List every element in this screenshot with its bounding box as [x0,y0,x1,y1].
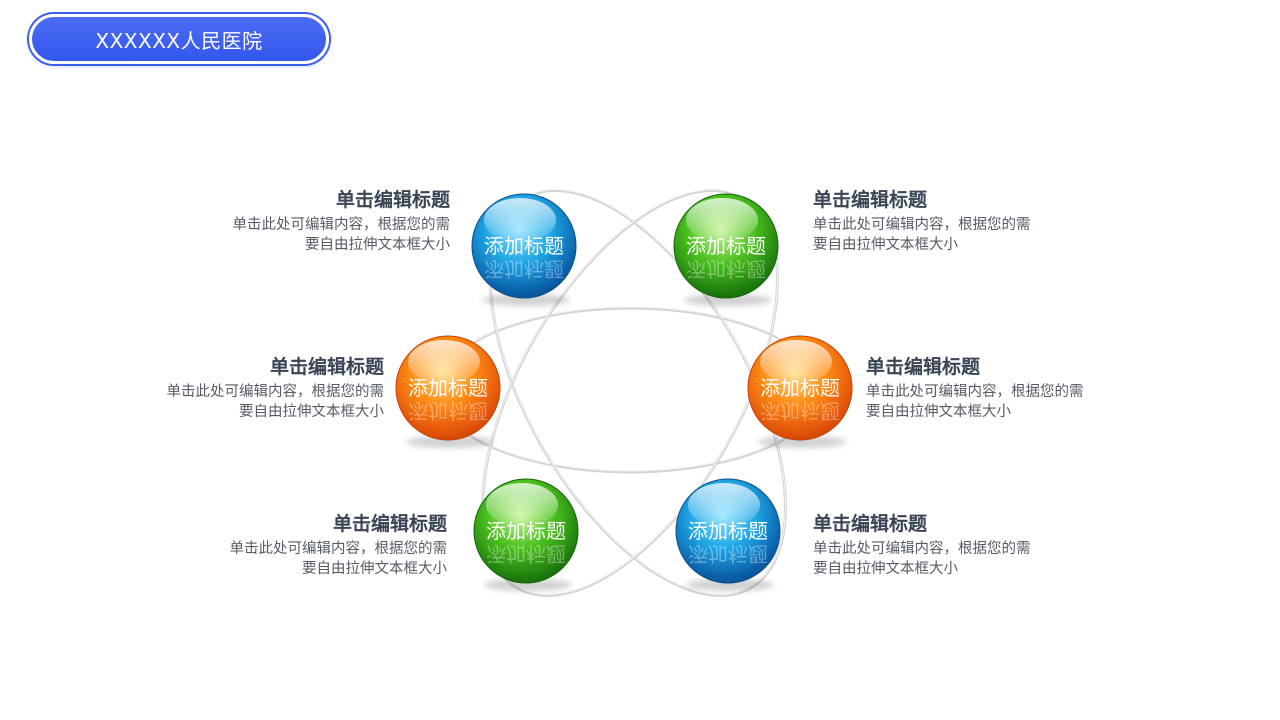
item-desc-6-line2: 要自由拉伸文本框大小 [813,561,958,577]
node-label-reflection-4: 添加标题 [760,399,840,423]
item-desc-4-line1: 单击此处可编辑内容，根据您的需 [866,384,1084,400]
item-desc-6-line1: 单击此处可编辑内容，根据您的需 [813,541,1031,557]
node-label-reflection-1: 添加标题 [484,257,564,281]
item-desc-1[interactable]: 单击此处可编辑内容，根据您的需 要自由拉伸文本框大小 [190,215,451,255]
text-item-6[interactable]: 单击编辑标题 单击此处可编辑内容，根据您的需 要自由拉伸文本框大小 [813,511,1073,579]
item-desc-2-line2: 要自由拉伸文本框大小 [813,237,958,253]
node-ball-1[interactable]: 添加标题 添加标题 [471,193,577,306]
item-desc-2-line1: 单击此处可编辑内容，根据您的需 [813,217,1031,233]
text-item-5[interactable]: 单击编辑标题 单击此处可编辑内容，根据您的需 要自由拉伸文本框大小 [187,511,448,579]
item-desc-1-line2: 要自由拉伸文本框大小 [305,237,450,253]
node-ball-3[interactable]: 添加标题 添加标题 [395,335,501,448]
node-ball-2[interactable]: 添加标题 添加标题 [673,193,779,306]
item-desc-3-line2: 要自由拉伸文本框大小 [239,404,384,420]
item-desc-3-line1: 单击此处可编辑内容，根据您的需 [166,384,385,400]
item-desc-5-line1: 单击此处可编辑内容，根据您的需 [229,541,448,557]
node-label-5: 添加标题 [486,519,566,543]
item-title-4[interactable]: 单击编辑标题 [866,356,981,378]
text-item-4[interactable]: 单击编辑标题 单击此处可编辑内容，根据您的需 要自由拉伸文本框大小 [866,354,1126,422]
item-desc-2[interactable]: 单击此处可编辑内容，根据您的需 要自由拉伸文本框大小 [813,215,1073,255]
node-label-6: 添加标题 [688,519,768,543]
node-label-reflection-6: 添加标题 [688,542,768,566]
item-desc-5-line2: 要自由拉伸文本框大小 [302,561,447,577]
node-ball-5[interactable]: 添加标题 添加标题 [473,478,579,591]
item-desc-4-line2: 要自由拉伸文本框大小 [866,404,1011,420]
node-label-2: 添加标题 [686,234,766,258]
item-title-2[interactable]: 单击编辑标题 [813,189,928,211]
node-ball-4[interactable]: 添加标题 添加标题 [747,335,853,448]
item-title-1[interactable]: 单击编辑标题 [335,189,450,211]
header-banner: XXXXXX人民医院 [29,14,329,64]
text-item-2[interactable]: 单击编辑标题 单击此处可编辑内容，根据您的需 要自由拉伸文本框大小 [813,187,1073,255]
item-desc-3[interactable]: 单击此处可编辑内容，根据您的需 要自由拉伸文本框大小 [124,382,385,422]
item-title-5[interactable]: 单击编辑标题 [332,513,447,535]
item-title-3[interactable]: 单击编辑标题 [269,356,384,378]
item-desc-1-line1: 单击此处可编辑内容，根据您的需 [232,217,451,233]
node-ball-6[interactable]: 添加标题 添加标题 [675,478,781,591]
text-item-3[interactable]: 单击编辑标题 单击此处可编辑内容，根据您的需 要自由拉伸文本框大小 [124,354,385,422]
node-label-reflection-3: 添加标题 [408,399,488,423]
item-desc-6[interactable]: 单击此处可编辑内容，根据您的需 要自由拉伸文本框大小 [813,539,1073,579]
node-label-reflection-5: 添加标题 [486,542,566,566]
node-label-3: 添加标题 [408,376,488,400]
item-desc-5[interactable]: 单击此处可编辑内容，根据您的需 要自由拉伸文本框大小 [187,539,448,579]
text-item-1[interactable]: 单击编辑标题 单击此处可编辑内容，根据您的需 要自由拉伸文本框大小 [190,187,451,255]
node-label-4: 添加标题 [760,376,840,400]
hospital-name: XXXXXX人民医院 [95,28,263,53]
item-title-6[interactable]: 单击编辑标题 [813,513,928,535]
node-label-reflection-2: 添加标题 [686,257,766,281]
node-label-1: 添加标题 [484,234,564,258]
item-desc-4[interactable]: 单击此处可编辑内容，根据您的需 要自由拉伸文本框大小 [866,382,1126,422]
